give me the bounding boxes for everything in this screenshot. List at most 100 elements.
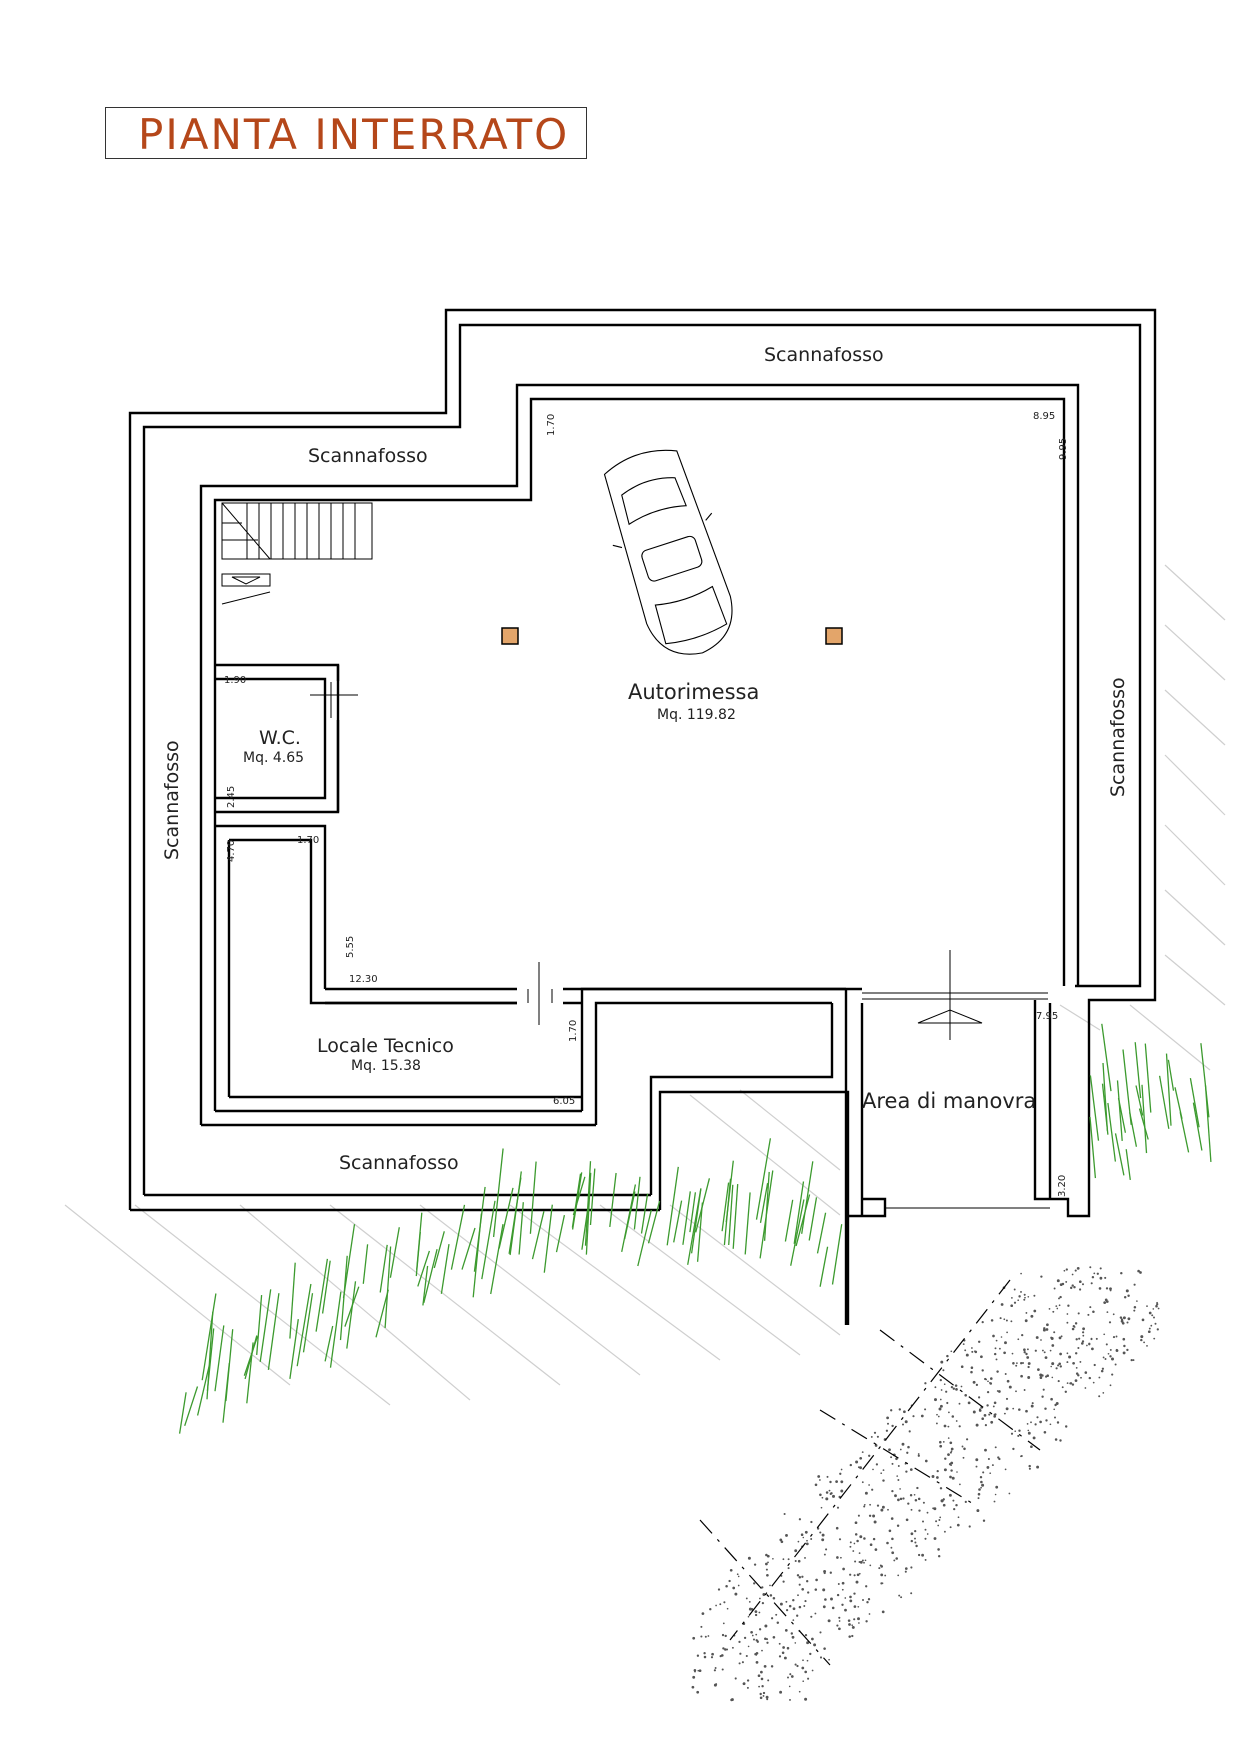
gravel-dot [1063,1269,1066,1272]
gravel-dot [701,1612,705,1615]
grass-stroke [637,1209,652,1267]
gravel-dot [825,1497,829,1501]
grass-stroke [490,1223,504,1295]
gravel-dot [1088,1342,1091,1345]
gravel-dot [950,1350,953,1353]
gravel-dot [1059,1352,1062,1356]
gravel-dot [847,1619,851,1622]
grass-stroke [755,1138,772,1220]
gravel-dot [974,1350,976,1353]
gravel-dot [1032,1436,1036,1440]
gravel-dot [1054,1416,1056,1419]
gravel-dot [1082,1334,1085,1337]
gravel-dot [993,1415,997,1418]
gravel-dot [962,1456,965,1459]
grass-stroke [324,1325,334,1362]
gravel-dot [755,1633,758,1636]
gravel-dot [836,1556,839,1559]
gravel-dot [691,1685,695,1689]
gravel-dot [715,1683,718,1686]
gravel-dot [872,1537,876,1541]
gravel-dot [937,1524,940,1527]
gravel-dot [1103,1301,1107,1304]
gravel-dot [1023,1348,1026,1352]
gravel-dot [874,1548,878,1551]
grass-stroke [1114,1133,1125,1176]
gravel-dot [1027,1429,1030,1432]
gravel-dot [780,1540,784,1544]
gravel-dot [982,1471,985,1474]
gravel-dot [1133,1309,1136,1312]
gravel-dot [858,1622,860,1624]
gravel-dot [1115,1335,1118,1338]
gravel-dot [813,1643,817,1647]
gravel-dot [1053,1287,1056,1290]
gravel-dot [1036,1465,1040,1469]
gravel-dot [849,1541,852,1544]
gravel-dot [807,1591,810,1594]
gravel-dot [864,1559,867,1562]
grass-stroke [243,1336,259,1376]
gravel-dot [797,1594,799,1597]
gravel-dot [814,1588,818,1591]
gravel-dot [984,1448,987,1452]
gravel-dot [1072,1325,1075,1328]
gravel-dot [910,1566,913,1569]
grass-stroke [433,1231,445,1269]
gravel-dot [890,1546,893,1549]
gravel-dot [863,1503,866,1506]
gravel-dot [1064,1425,1068,1428]
gravel-dot [849,1599,853,1603]
gravel-dot [697,1669,700,1672]
gravel-dot [937,1554,941,1558]
gravel-dot [882,1469,885,1471]
grass-stroke [362,1244,369,1284]
gravel-dot [977,1497,980,1500]
gravel-dot [1027,1431,1031,1435]
gravel-dot [991,1464,994,1467]
gravel-dot [784,1629,788,1632]
gravel-dot [945,1390,948,1393]
gravel-dot [989,1472,992,1475]
gravel-dot [939,1404,943,1408]
gravel-dot [1044,1356,1048,1359]
gravel-dot [979,1475,983,1479]
gravel-dot [1017,1338,1020,1341]
gravel-dot [924,1459,928,1463]
gravel-area [691,1266,1160,1702]
gravel-dot [835,1480,838,1483]
gravel-dot [899,1488,901,1490]
grass-stroke [461,1227,476,1270]
gravel-dot [1010,1320,1013,1323]
gravel-dot [1058,1336,1062,1340]
dim-12-30: 12.30 [349,974,378,985]
grass-stroke [696,1202,704,1262]
gravel-dot [996,1370,999,1373]
gravel-dot [914,1537,916,1540]
gravel-dot [840,1489,844,1493]
gravel-dot [896,1475,899,1477]
gravel-dot [914,1499,918,1502]
gravel-dot [853,1542,856,1545]
gravel-dot [796,1614,799,1617]
gravel-dot [960,1365,964,1368]
grass-stroke [673,1200,683,1243]
gravel-dot [1040,1275,1043,1278]
gravel-dot [703,1652,706,1655]
gravel-dot [1030,1404,1034,1408]
gravel-dot [794,1642,797,1644]
gravel-dot [759,1696,763,1700]
gravel-dot [778,1642,781,1645]
grass-stroke [342,1224,356,1299]
gravel-dot [1039,1376,1043,1380]
gravel-dot [858,1572,861,1575]
grass-stroke [472,1213,483,1298]
grass-stroke [1192,1102,1203,1151]
gravel-dot [975,1423,979,1427]
gravel-dot [1013,1288,1016,1291]
gravel-dot [811,1637,814,1641]
scannafosso-upper-left-label: Scannafosso [308,445,428,467]
gravel-dot [949,1526,952,1529]
gravel-dot [819,1656,823,1659]
grass-stroke [1144,1043,1152,1113]
